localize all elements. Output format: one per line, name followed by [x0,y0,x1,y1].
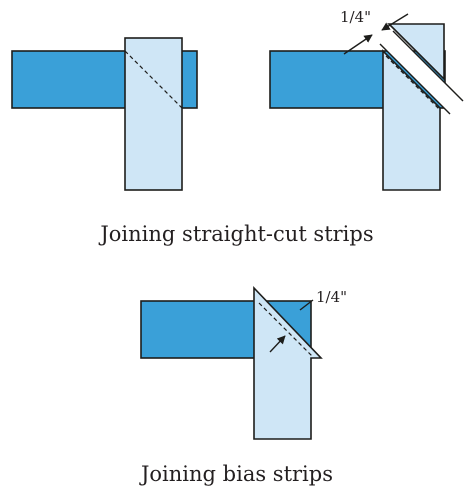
trimmed-corner-triangle [387,23,445,81]
bias-strip-angled [253,286,323,440]
straight-cut-diagram-trimmed: 1/4" [269,8,464,191]
bias-measure-leader [299,299,314,311]
diagonal-seam-line-trimmed [385,55,441,111]
caption-bias: Joining bias strips [139,462,333,486]
seam-gap-edge-lower [379,43,451,115]
seam-gap [380,31,463,114]
measure-arrow-right [381,13,409,31]
straight-cut-diagram-left [11,37,198,191]
bias-measure-arrow [269,335,286,353]
seam-gap-edge-upper [392,30,464,102]
bias-seam-line [258,302,314,358]
vertical-strip [124,37,183,191]
measure-arrow-left [343,34,373,55]
vertical-strip-trimmed [382,49,441,191]
bias-strip-diagram: 1/4" [140,286,347,440]
caption-straight-cut: Joining straight-cut strips [98,222,373,246]
seam-allowance-label-bias: 1/4" [316,288,347,306]
seam-allowance-label-top: 1/4" [340,8,371,26]
